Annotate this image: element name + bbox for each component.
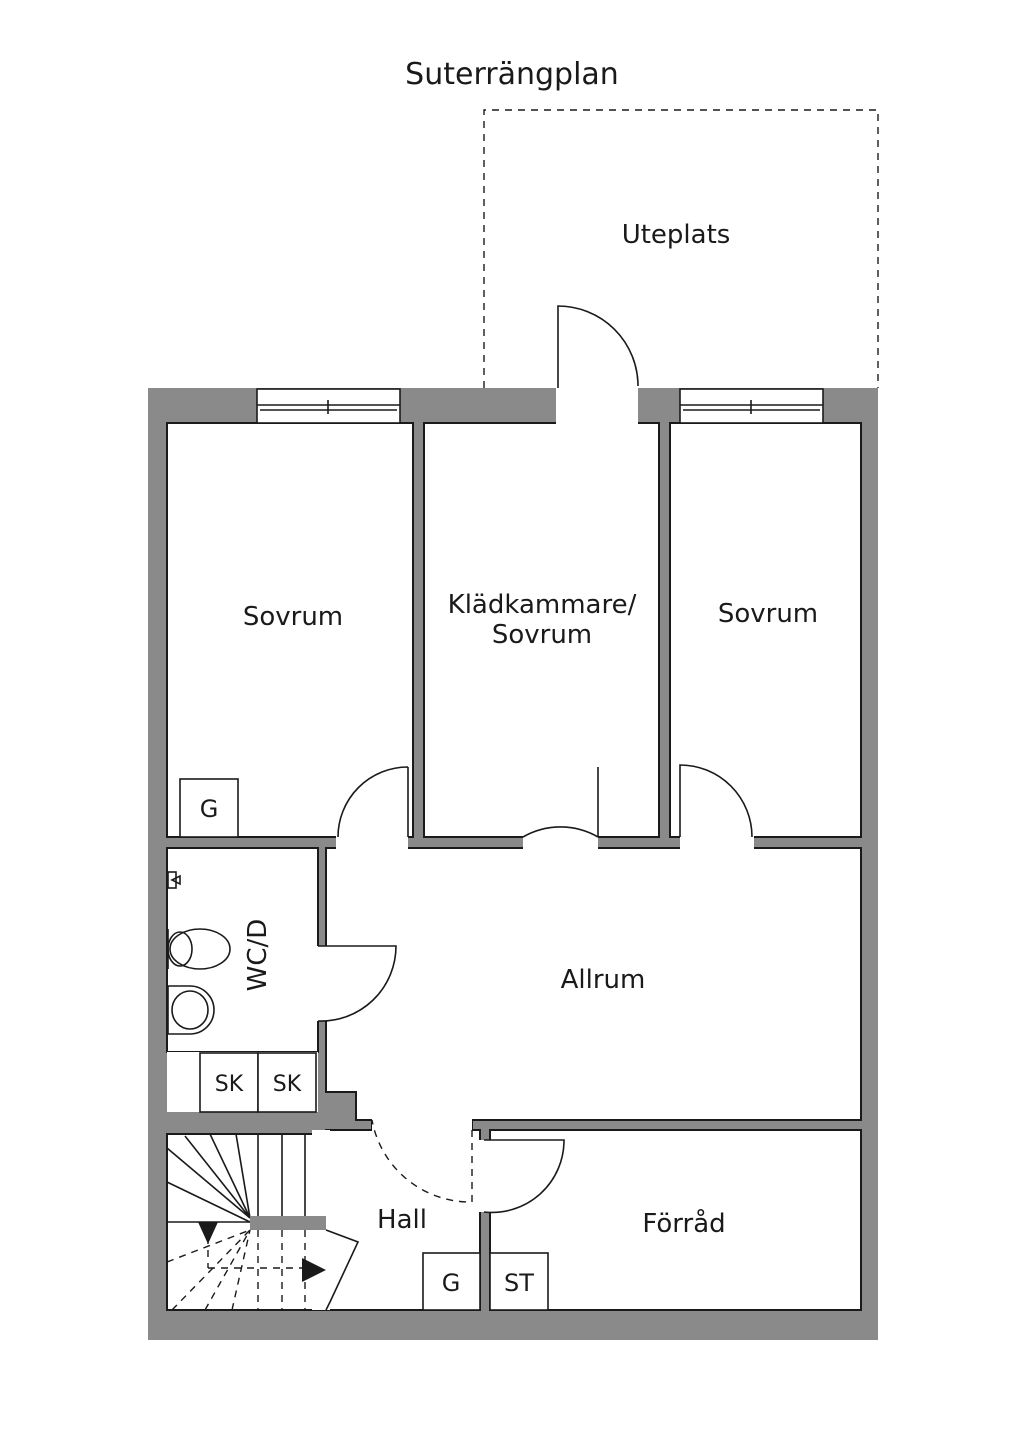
door-swings (317, 305, 753, 1214)
svg-text:SK: SK (215, 1072, 244, 1097)
staircase (166, 1133, 360, 1311)
room-label-sovrum-left: Sovrum (243, 602, 343, 632)
svg-text:SK: SK (273, 1072, 302, 1097)
terrace-outline (483, 109, 879, 388)
fixture-g-hall: G (422, 1252, 481, 1311)
room-forrad (489, 1129, 862, 1311)
room-label-forrad: Förråd (642, 1208, 725, 1239)
room-label-kladkammare-1: Klädkammare/ (448, 590, 637, 620)
svg-text:ST: ST (504, 1269, 534, 1297)
fixture-g-sovrum: G (179, 778, 239, 838)
svg-text:G: G (442, 1269, 461, 1297)
room-kladkammare (423, 422, 660, 838)
room-label-uteplats: Uteplats (622, 220, 731, 250)
window-right (679, 388, 824, 424)
room-sovrum-left (166, 422, 414, 838)
fixture-st: ST (489, 1252, 549, 1311)
room-label-hall: Hall (377, 1205, 427, 1235)
wc-fixtures (167, 871, 231, 1035)
fixture-sk-1: SK (199, 1052, 259, 1113)
room-label-allrum: Allrum (561, 965, 646, 995)
plan-title: Suterrängplan (405, 57, 619, 92)
room-sovrum-right (669, 422, 862, 838)
fixture-sk-2: SK (257, 1052, 317, 1113)
room-label-sovrum-right: Sovrum (718, 599, 818, 629)
room-label-wc: WC/D (243, 919, 273, 992)
window-left (256, 388, 401, 424)
svg-text:G: G (200, 795, 219, 823)
room-label-kladkammare-2: Sovrum (492, 620, 592, 650)
